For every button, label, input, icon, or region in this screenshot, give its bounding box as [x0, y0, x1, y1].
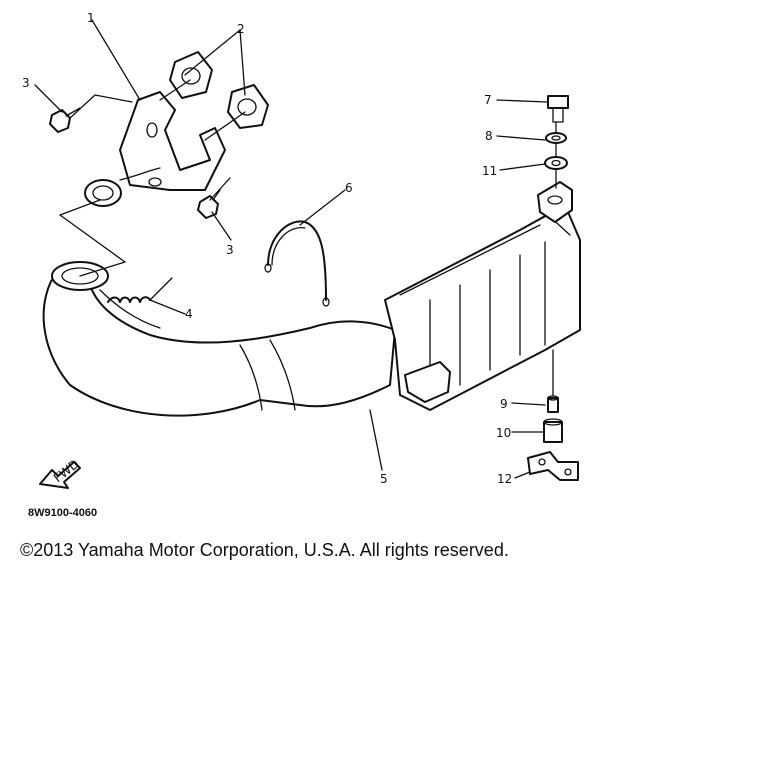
washer-8 [545, 132, 567, 144]
grommet-11 [544, 156, 568, 170]
hanger-band [264, 220, 330, 307]
forward-arrow-icon: FWD [39, 457, 82, 489]
exhaust-pipe [42, 261, 396, 417]
callout-5: 5 [380, 472, 388, 486]
assembly-lines [59, 79, 557, 397]
callout-3-upper: 3 [22, 76, 30, 90]
bolt-lower [197, 189, 221, 219]
callout-10: 10 [496, 426, 511, 440]
leader-lines [34, 19, 548, 479]
bolt-7 [547, 95, 569, 123]
muffler [384, 181, 581, 411]
callout-11: 11 [482, 164, 497, 178]
bracket-12 [527, 451, 579, 481]
callout-3-lower: 3 [226, 243, 234, 257]
damper-10 [543, 418, 563, 443]
callout-9: 9 [500, 397, 508, 411]
gasket-lower [227, 84, 269, 129]
spring [107, 277, 173, 303]
callout-7: 7 [484, 93, 492, 107]
callout-6: 6 [345, 181, 353, 195]
callout-1: 1 [87, 11, 95, 25]
bolt-upper [49, 107, 81, 133]
callout-4: 4 [185, 307, 193, 321]
callout-8: 8 [485, 129, 493, 143]
callout-2: 2 [237, 22, 245, 36]
part-code: 8W9100-4060 [28, 507, 97, 519]
collar-9 [547, 395, 559, 413]
callout-12: 12 [497, 472, 512, 486]
copyright-notice: ©2013 Yamaha Motor Corporation, U.S.A. A… [20, 540, 509, 560]
exhaust-manifold [84, 91, 226, 207]
